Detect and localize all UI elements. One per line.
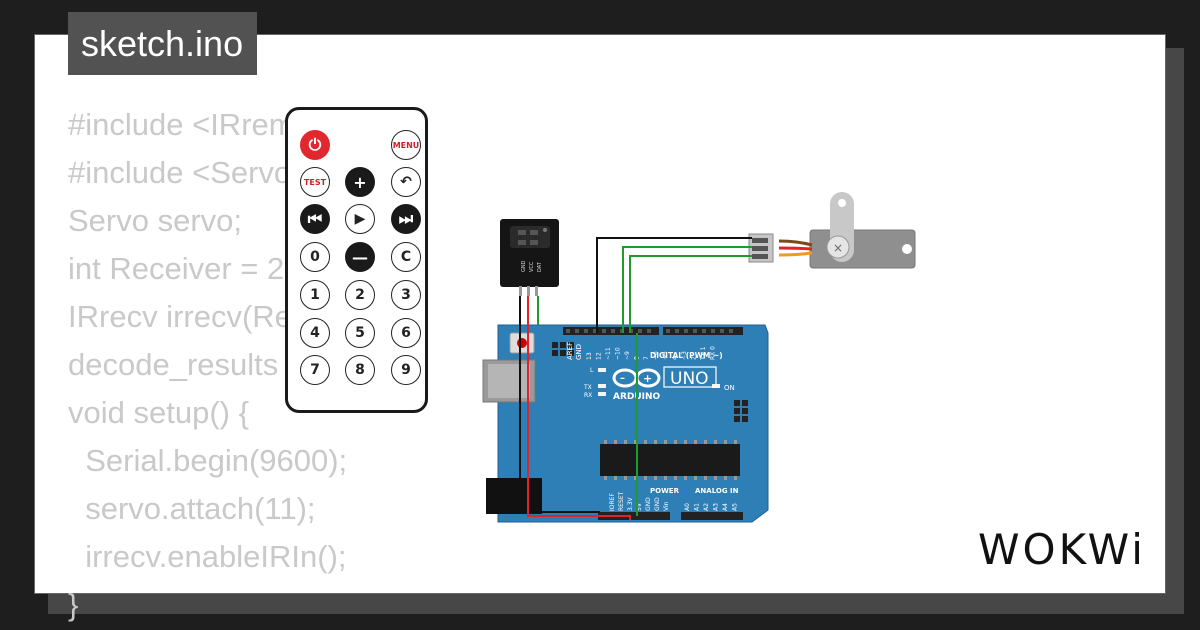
remote-button-8[interactable]: 8: [345, 355, 375, 385]
led-tx-label: TX: [583, 384, 592, 391]
power-button[interactable]: ⏻: [300, 130, 330, 160]
svg-text:–: –: [620, 373, 625, 384]
pin-label: 7: [643, 356, 650, 360]
power-label: POWER: [650, 487, 680, 495]
pin-label: 2: [691, 356, 698, 360]
remote-button-0[interactable]: 0: [300, 242, 330, 272]
pin-label: ~10: [615, 347, 622, 360]
code-line: int Receiver = 2;: [68, 251, 293, 286]
wires: [519, 237, 752, 520]
code-line: }: [68, 587, 79, 622]
pin-label: IOREF: [609, 493, 616, 511]
remote-button-menu[interactable]: MENU: [391, 130, 421, 160]
pin-label: A4: [722, 503, 729, 511]
remote-button-4[interactable]: 4: [300, 318, 330, 348]
on-label: ON: [724, 384, 735, 392]
pin-label: A3: [713, 503, 720, 511]
previous-button[interactable]: ⏮: [300, 204, 330, 234]
next-button[interactable]: ⏭: [391, 204, 421, 234]
ir-dat-label: DAT: [537, 261, 543, 272]
play-button[interactable]: ▶: [345, 204, 375, 234]
icsp-header: [734, 400, 748, 422]
pin-label: RESET: [618, 491, 625, 511]
led-rx-label: RX: [584, 392, 592, 399]
pin-label: Vin: [663, 501, 670, 511]
led-l-label: L: [590, 367, 594, 374]
back-button[interactable]: ↶: [391, 167, 421, 197]
digital-label: DIGITAL (PWM ~): [650, 351, 723, 360]
remote-button-2[interactable]: 2: [345, 280, 375, 310]
ir-vcc-label: VCC: [529, 261, 535, 272]
microcontroller-chip: [600, 444, 740, 476]
analog-label: ANALOG IN: [695, 487, 739, 495]
remote-button-3[interactable]: 3: [391, 280, 421, 310]
pin-label: A0: [684, 503, 691, 511]
minus-button[interactable]: —: [345, 242, 375, 272]
plus-button[interactable]: +: [345, 167, 375, 197]
gnd-label: GND: [575, 344, 583, 360]
wokwi-logo: WOKWi: [978, 525, 1146, 574]
aref-label: AREF: [566, 342, 574, 360]
remote-button-5[interactable]: 5: [345, 318, 375, 348]
remote-button-1[interactable]: 1: [300, 280, 330, 310]
pin-label: 13: [586, 352, 593, 360]
code-line: Serial.begin(9600);: [68, 443, 348, 478]
ir-gnd-label: GND: [521, 260, 527, 272]
pin-label: A1: [694, 503, 701, 511]
remote-button-7[interactable]: 7: [300, 355, 330, 385]
pin-label: 5V: [636, 502, 643, 511]
servo-motor[interactable]: ×: [748, 192, 916, 269]
pin-label: 3.3V: [627, 496, 634, 511]
ir-receiver[interactable]: GND VCC DAT: [500, 219, 559, 296]
pin-label: ~3: [681, 351, 688, 360]
code-line: Servo servo;: [68, 203, 243, 238]
pin-label: ~9: [624, 351, 631, 360]
pin-label: RX 0: [710, 346, 717, 360]
remote-button-test[interactable]: TEST: [300, 167, 330, 197]
code-line: void setup() {: [68, 395, 249, 430]
code-line: irrecv.enableIRIn();: [68, 539, 347, 574]
remote-button-c[interactable]: C: [391, 242, 421, 272]
dc-jack: [486, 478, 542, 514]
analog-header: [681, 512, 743, 520]
pin-label: A2: [703, 503, 710, 511]
remote-button-9[interactable]: 9: [391, 355, 421, 385]
pin-label: ~5: [662, 351, 669, 360]
pin-label: ~6: [653, 351, 660, 360]
pin-label: ~11: [605, 347, 612, 360]
pin-label: A5: [732, 503, 739, 511]
power-header: [598, 512, 670, 520]
uno-label: UNO: [670, 369, 709, 389]
file-tab[interactable]: sketch.ino: [68, 12, 258, 75]
code-line: servo.attach(11);: [68, 491, 316, 526]
svg-text:+: +: [643, 372, 652, 385]
pin-label: GND: [645, 497, 652, 511]
remote-button-6[interactable]: 6: [391, 318, 421, 348]
pin-label: GND: [654, 497, 661, 511]
pin-label: 12: [596, 352, 603, 360]
pin-label: 4: [672, 356, 679, 360]
pin-label: TX 1: [700, 346, 707, 361]
svg-text:×: ×: [833, 241, 843, 255]
